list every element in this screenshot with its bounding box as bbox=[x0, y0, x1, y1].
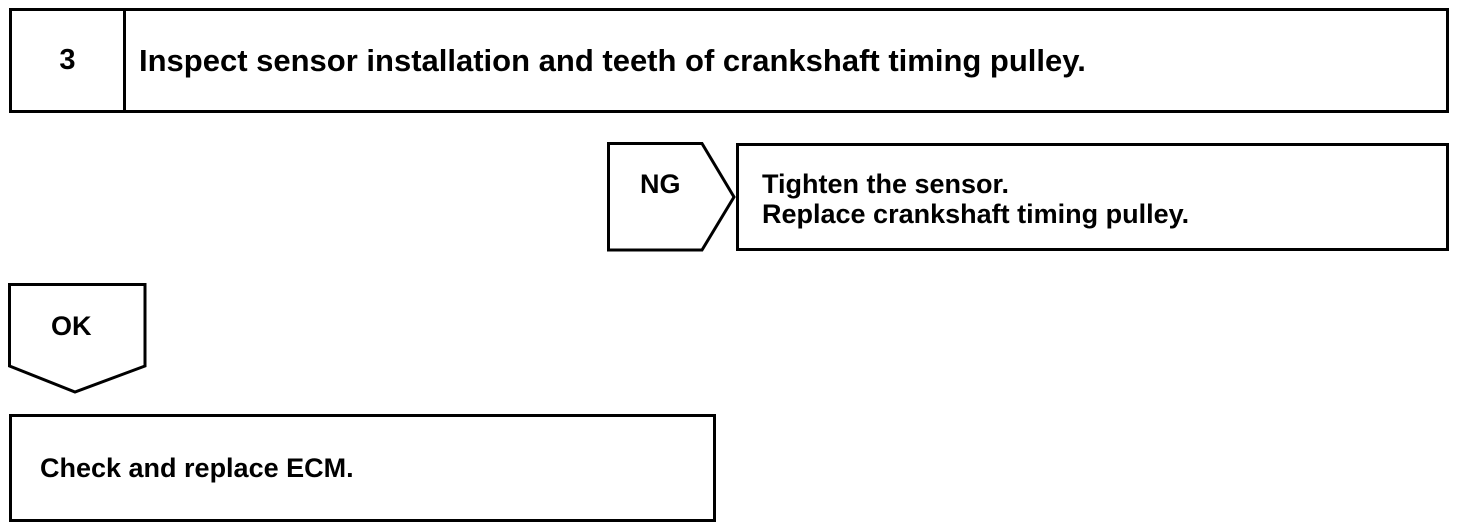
ng-result-box: Tighten the sensor. Replace crankshaft t… bbox=[736, 143, 1449, 251]
ok-label: OK bbox=[51, 311, 92, 341]
step-title: Inspect sensor installation and teeth of… bbox=[139, 42, 1086, 78]
ok-arrow-shape bbox=[8, 283, 147, 394]
ng-result-text: Tighten the sensor. Replace crankshaft t… bbox=[762, 169, 1189, 229]
ng-label: NG bbox=[640, 169, 681, 199]
ok-result-text: Check and replace ECM. bbox=[40, 452, 354, 483]
ok-result-box: Check and replace ECM. bbox=[9, 414, 716, 522]
ng-result-line: Replace crankshaft timing pulley. bbox=[762, 199, 1190, 229]
ng-result-line: Tighten the sensor. bbox=[762, 169, 1010, 199]
step-number: 3 bbox=[12, 11, 126, 110]
step-box: 3 Inspect sensor installation and teeth … bbox=[9, 8, 1449, 113]
ng-arrow-shape bbox=[607, 142, 736, 252]
